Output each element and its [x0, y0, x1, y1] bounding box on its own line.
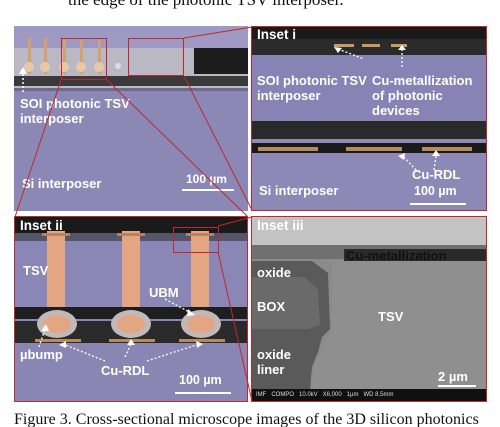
inset-i-label-soi: SOI photonic TSV interposer: [257, 73, 367, 103]
inset-ii-image: [15, 217, 247, 401]
inset-ii-label-bump: µbump: [20, 347, 63, 362]
main-scale-bar: [182, 189, 234, 191]
inset-ii-label-rdl: Cu-RDL: [101, 363, 150, 378]
figure-caption-text: Figure 3. Cross-sectional microscope ima…: [14, 411, 479, 427]
main-label-soi: SOI photonic TSV interposer: [20, 96, 130, 126]
inset-i-region-box: [128, 38, 184, 76]
inset-i-scale-label: 100 µm: [414, 184, 457, 198]
main-label-si: Si interposer: [22, 176, 102, 191]
inset-ii-panel: Inset ii TSV UBM µbump Cu-RDL 100 µm: [14, 216, 248, 402]
inset-iii-image: [252, 217, 486, 401]
inset-iii-label-tsv: TSV: [378, 309, 404, 324]
inset-iii-region-box: [173, 227, 219, 253]
inset-ii-region-box: [61, 38, 107, 80]
inset-iii-label-liner: oxide liner: [257, 347, 291, 377]
inset-iii-footer: IMF COMPO 10.0kV X6,000 1µm WD 8.5mm: [256, 392, 394, 398]
inset-ii-scale-label: 100 µm: [179, 373, 222, 387]
inset-i-panel: Inset i SOI photonic TSV interposer Cu-m…: [251, 26, 487, 211]
inset-ii-label-tsv: TSV: [23, 263, 49, 278]
inset-iii-label-cu: Cu-metallization: [346, 248, 447, 263]
inset-ii-label-ubm: UBM: [149, 285, 179, 300]
inset-i-scale-bar: [410, 203, 466, 205]
main-scale-label: 100 µm: [186, 172, 227, 186]
inset-iii-title: Inset iii: [257, 218, 304, 233]
inset-iii-panel: Inset iii Cu-metallization oxide BOX TSV…: [251, 216, 487, 402]
top-text-fragment: the edge of the photonic TSV interposer.: [0, 0, 500, 22]
inset-i-label-rdl: Cu-RDL: [412, 167, 461, 182]
top-fragment-text: the edge of the photonic TSV interposer.: [68, 0, 344, 9]
inset-i-image: [252, 27, 486, 210]
inset-ii-scale-bar: [175, 392, 231, 394]
inset-iii-scale-label: 2 µm: [438, 369, 468, 384]
inset-iii-label-box: BOX: [257, 299, 286, 314]
figure-caption: Figure 3. Cross-sectional microscope ima…: [0, 408, 500, 427]
inset-ii-title: Inset ii: [20, 218, 63, 233]
inset-iii-label-oxide: oxide: [257, 265, 291, 280]
main-cross-section-panel: SOI photonic TSV interposer Si interpose…: [14, 26, 248, 211]
inset-iii-scale-bar: [438, 385, 476, 387]
inset-i-title: Inset i: [257, 27, 297, 42]
inset-i-label-si: Si interposer: [259, 183, 339, 198]
inset-i-label-cu-met: Cu-metallization of photonic devices: [372, 73, 473, 118]
